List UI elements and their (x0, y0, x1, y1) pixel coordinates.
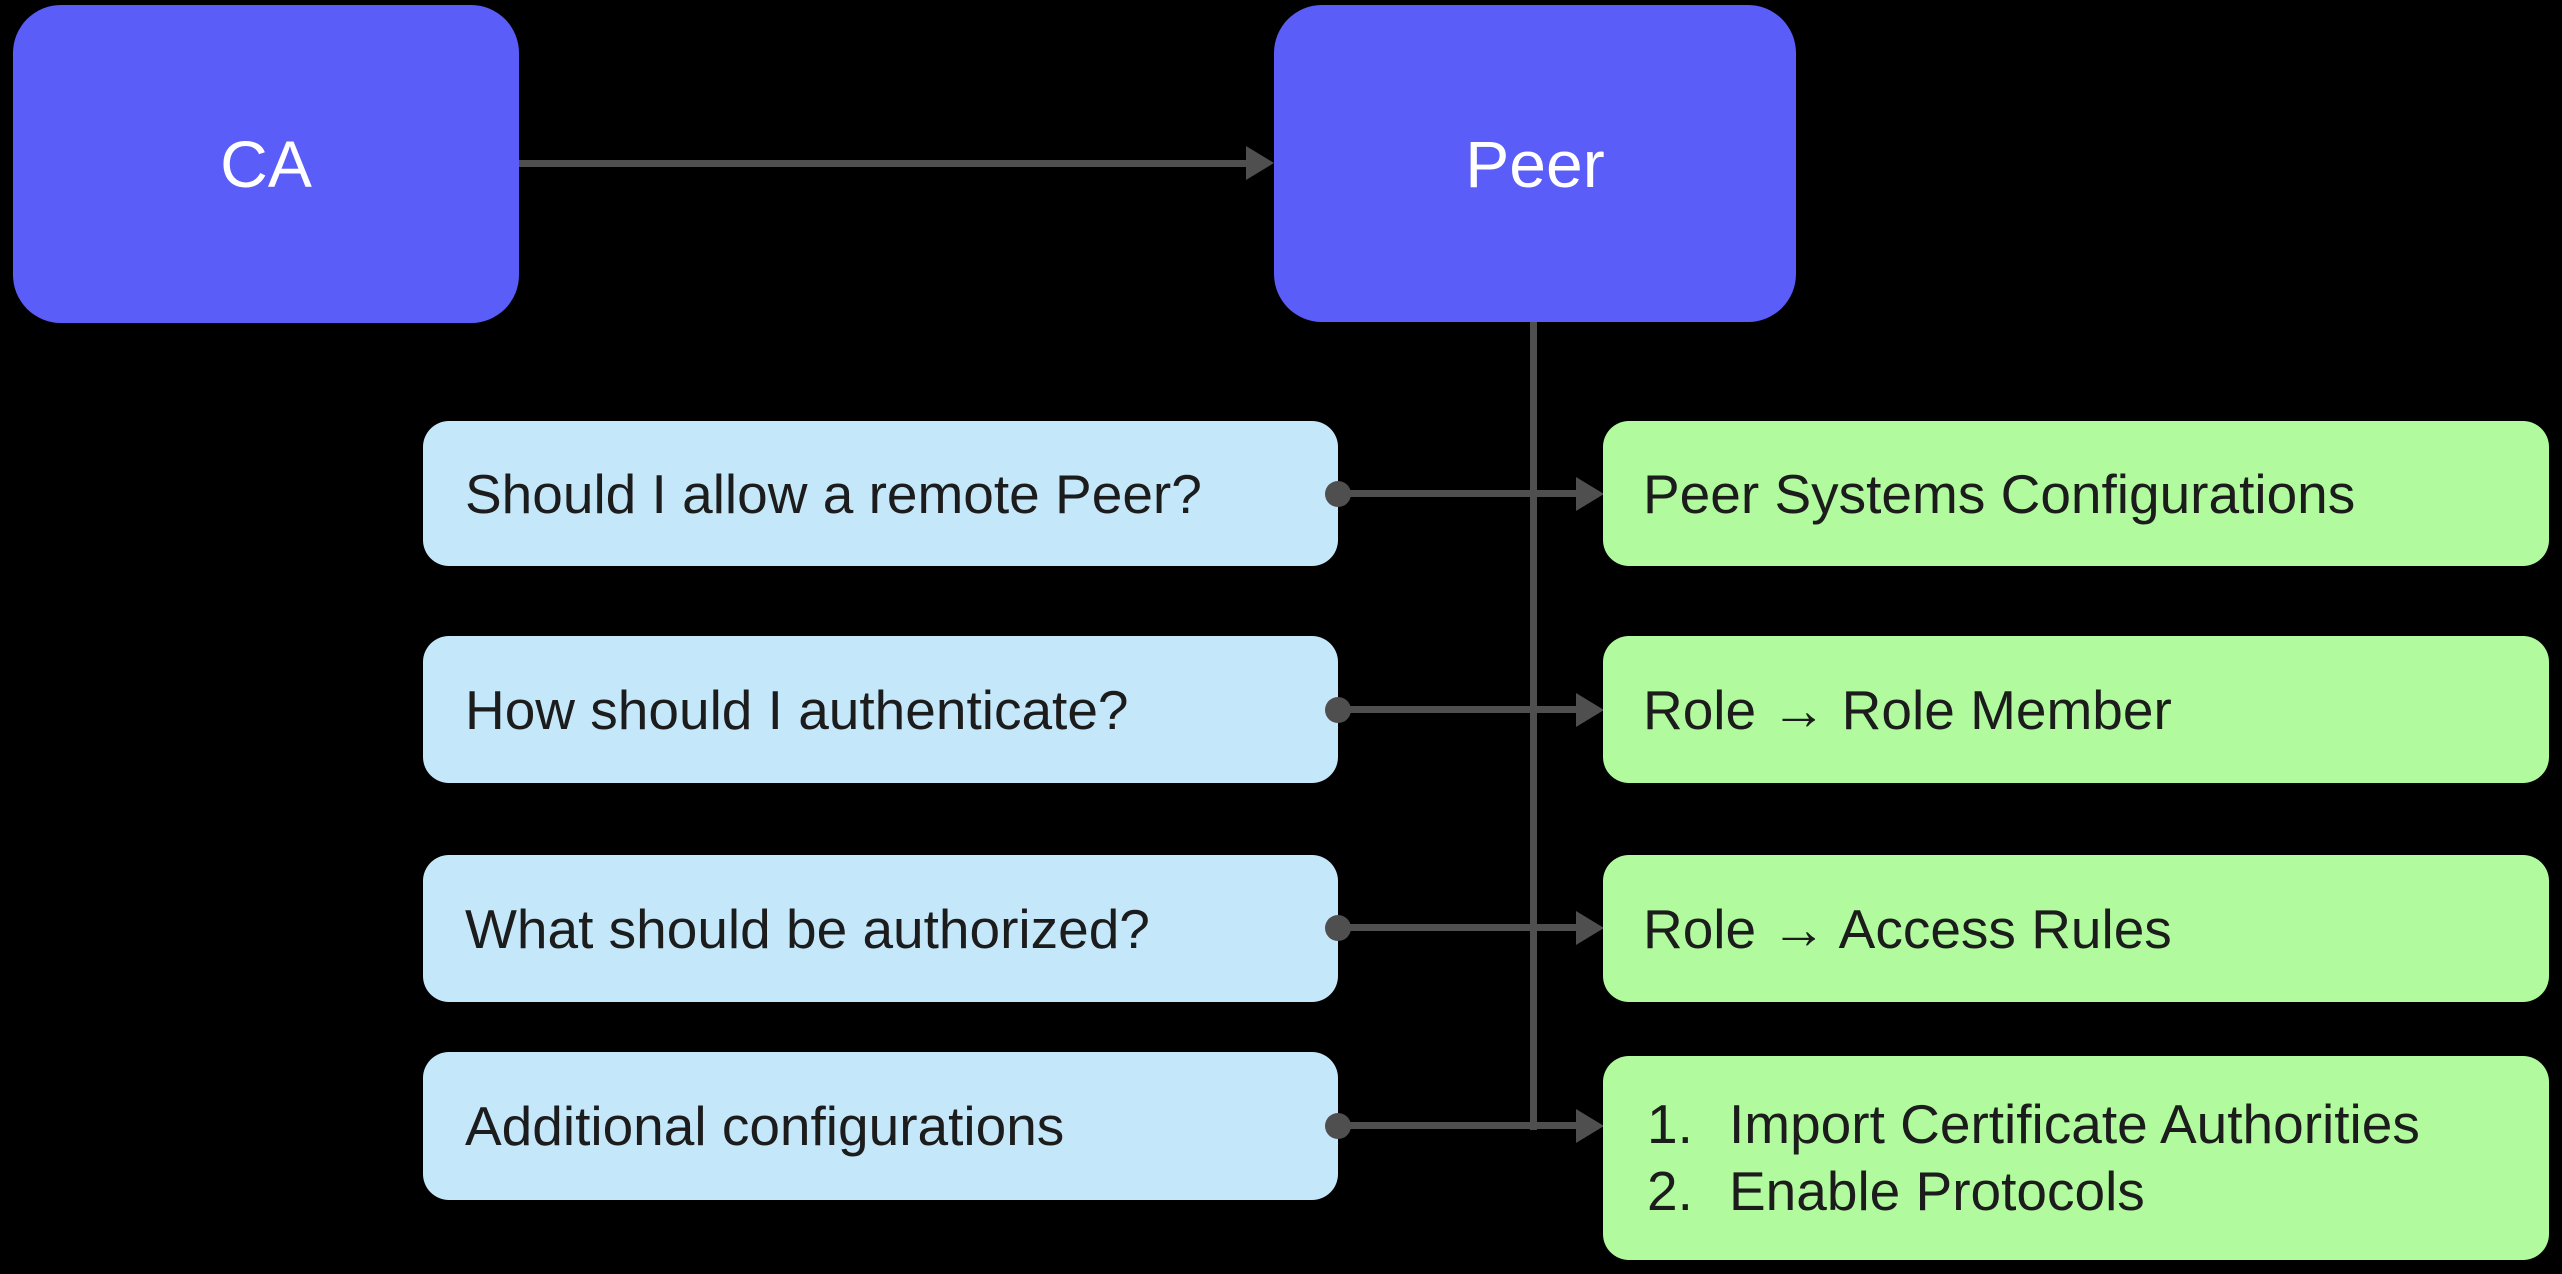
list-item-text: Import Certificate Authorities (1729, 1093, 2420, 1155)
connector-arrowhead-icon (1576, 693, 1604, 727)
connector-arrowhead-icon (1576, 1109, 1604, 1143)
ca-peer-arrowhead-icon (1246, 146, 1274, 180)
numbered-list: 1. Import Certificate Authorities 2. Ena… (1647, 1091, 2420, 1225)
peer-branch-vertical-line (1530, 322, 1537, 1130)
connector-arrowhead-icon (1576, 477, 1604, 511)
ca-peer-arrow-line (519, 160, 1246, 167)
answer-label: Role → Access Rules (1643, 897, 2172, 960)
node-peer-label: Peer (1465, 126, 1605, 201)
question-box-authenticate: How should I authenticate? (423, 636, 1338, 783)
question-box-remote-peer: Should I allow a remote Peer? (423, 421, 1338, 566)
list-item-marker: 2. (1647, 1160, 1693, 1222)
question-label: How should I authenticate? (465, 678, 1129, 741)
answer-box-access-rules: Role → Access Rules (1603, 855, 2549, 1002)
question-label: What should be authorized? (465, 897, 1150, 960)
connector-arrowhead-icon (1576, 911, 1604, 945)
list-item: 1. Import Certificate Authorities (1647, 1091, 2420, 1158)
list-item: 2. Enable Protocols (1647, 1158, 2420, 1225)
node-ca-label: CA (220, 127, 312, 201)
answer-box-role-member: Role → Role Member (1603, 636, 2549, 783)
answer-label: Role → Role Member (1643, 678, 2172, 741)
question-label: Additional configurations (465, 1095, 1065, 1157)
connector-line (1338, 490, 1578, 497)
answer-label: Peer Systems Configurations (1643, 462, 2356, 525)
question-box-additional-configs: Additional configurations (423, 1052, 1338, 1200)
connector-line (1338, 1122, 1578, 1129)
question-box-authorized: What should be authorized? (423, 855, 1338, 1002)
answer-box-peer-systems: Peer Systems Configurations (1603, 421, 2549, 566)
connector-line (1338, 706, 1578, 713)
answer-box-additional-steps: 1. Import Certificate Authorities 2. Ena… (1603, 1056, 2549, 1260)
list-item-marker: 1. (1647, 1093, 1693, 1155)
connector-line (1338, 924, 1578, 931)
node-peer: Peer (1274, 5, 1796, 322)
question-label: Should I allow a remote Peer? (465, 462, 1202, 525)
node-ca: CA (13, 5, 519, 323)
list-item-text: Enable Protocols (1729, 1160, 2145, 1222)
